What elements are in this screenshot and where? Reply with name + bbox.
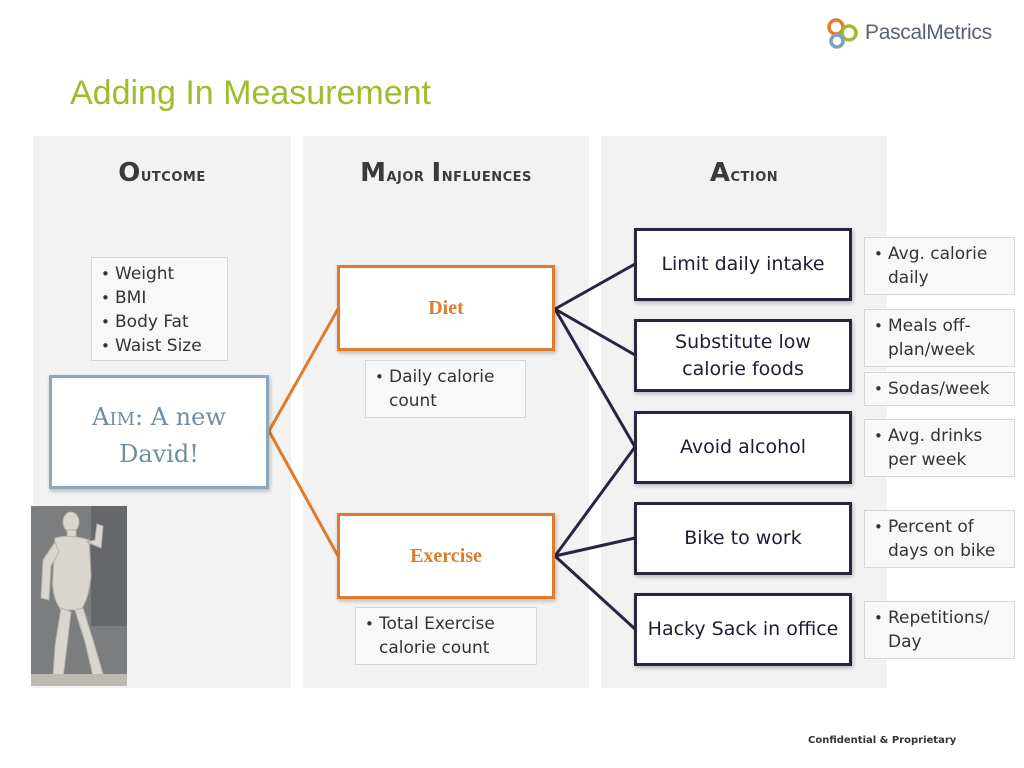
aim-to-diet-line — [267, 308, 340, 432]
aim-line-2: David! — [119, 440, 199, 468]
outcome-measure: Body Fat — [101, 310, 221, 334]
hacky-measure-box: Repetitions/ Day — [864, 601, 1015, 659]
aim-to-exercise-line — [267, 430, 340, 557]
logo-text: PascalMetrics — [865, 21, 992, 45]
pascal-metrics-logo: PascalMetrics — [826, 16, 1002, 54]
action-measure: Repetitions/ Day — [874, 606, 1008, 654]
outcome-measure: Waist Size — [101, 334, 221, 358]
influence-diet-box: Diet — [337, 265, 555, 351]
action-measure: Sodas/week — [874, 377, 1008, 401]
influence-label: Exercise — [410, 544, 482, 567]
diet-to-substitute-line — [554, 307, 636, 357]
bike-measure-box: Percent of days on bike — [864, 510, 1015, 568]
footer-confidential: Confidential & Proprietary — [808, 735, 957, 746]
logo-circles-icon — [827, 18, 858, 49]
influences-heading: Major Influences — [360, 158, 532, 188]
influence-label: Diet — [428, 296, 464, 319]
action-measure: Avg. calorie daily — [874, 242, 1008, 290]
statue-figure-icon — [31, 506, 127, 686]
action-measure: Percent of days on bike — [874, 515, 1008, 563]
outcome-measure: BMI — [101, 286, 221, 310]
logo-text-a: Pascal — [865, 21, 927, 44]
action-measure: Meals off-plan/week — [874, 314, 1008, 362]
influence-exercise-box: Exercise — [337, 513, 555, 599]
outcome-heading: Outcome — [118, 158, 206, 188]
aim-line-1: Aim: A new — [92, 403, 226, 431]
outcome-measures-box: Weight BMI Body Fat Waist Size — [91, 257, 228, 361]
action-bike-box: Bike to work — [634, 502, 852, 575]
exercise-to-alcohol-line — [553, 446, 637, 557]
action-label: Substitute low calorie foods — [675, 330, 811, 380]
diet-measure-box: Daily calorie count — [365, 360, 526, 418]
exercise-measure-box: Total Exercise calorie count — [355, 607, 537, 665]
action-label: Avoid alcohol — [679, 436, 807, 458]
action-substitute-foods-box: Substitute low calorie foods — [634, 319, 852, 392]
drinks-measure-box: Avg. drinks per week — [864, 419, 1015, 477]
sodas-measure-box: Sodas/week — [864, 372, 1015, 406]
action-hacky-sack-box: Hacky Sack in office — [634, 593, 852, 666]
aim-box: Aim: A new David! — [49, 375, 269, 489]
action-label: Hacky Sack in office — [647, 618, 839, 640]
influence-measure: Total Exercise calorie count — [365, 612, 530, 660]
action-label: Limit daily intake — [661, 253, 825, 275]
influence-measure: Daily calorie count — [375, 365, 519, 413]
diet-to-limit-line — [554, 262, 636, 311]
diet-to-alcohol-line — [553, 308, 637, 448]
logo-text-b: Metrics — [926, 21, 992, 44]
action-label: Bike to work — [684, 527, 802, 549]
david-statue-image — [31, 506, 127, 686]
exercise-to-hacky-line — [553, 554, 637, 631]
action-avoid-alcohol-box: Avoid alcohol — [634, 411, 852, 484]
action-heading: Action — [709, 158, 779, 188]
limit-intake-measure-box: Avg. calorie daily — [864, 237, 1015, 295]
slide-title: Adding In Measurement — [70, 74, 431, 112]
exercise-to-bike-line — [554, 536, 636, 558]
outcome-measure: Weight — [101, 262, 221, 286]
action-limit-intake-box: Limit daily intake — [634, 228, 852, 301]
meals-off-plan-measure-box: Meals off-plan/week — [864, 309, 1015, 367]
action-measure: Avg. drinks per week — [874, 424, 1008, 472]
